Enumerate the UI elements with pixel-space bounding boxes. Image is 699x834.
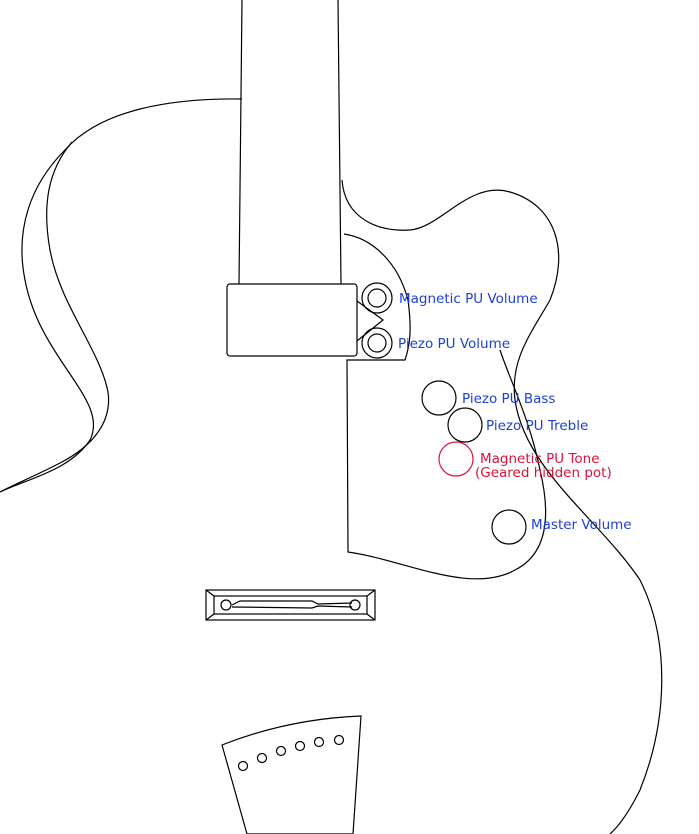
- piezo-treble-knob[interactable]: [447, 407, 483, 443]
- label-piezo-treble: Piezo PU Treble: [486, 418, 588, 434]
- label-piezo-volume: Piezo PU Volume: [398, 336, 510, 352]
- bridge-post-right: [349, 599, 361, 611]
- label-mag-tone: Magnetic PU Tone: [480, 451, 600, 467]
- neck-left-edge: [238, 0, 243, 285]
- piezo-bass-knob[interactable]: [421, 380, 457, 416]
- tailpiece: [221, 715, 362, 834]
- mag-volume-knob-outer[interactable]: [361, 282, 393, 314]
- bridge: [205, 589, 376, 621]
- bridge-post-left: [220, 599, 232, 611]
- pickguard: [343, 233, 547, 580]
- label-piezo-bass: Piezo PU Bass: [462, 391, 555, 407]
- upper-bout-inner: [0, 141, 110, 493]
- tailpiece-holes: [237, 734, 345, 772]
- master-volume-knob[interactable]: [491, 509, 527, 545]
- mag-volume-knob-inner: [367, 288, 387, 308]
- bridge-saddle: [231, 600, 353, 609]
- mag-tone-knob[interactable]: [438, 441, 474, 477]
- label-master-volume: Master Volume: [531, 517, 632, 533]
- neck-pickup: [226, 283, 358, 357]
- upper-bout-outer: [0, 98, 243, 493]
- body-cutaway-outline: [341, 179, 663, 834]
- piezo-volume-knob-outer[interactable]: [361, 327, 393, 359]
- label-mag-volume: Magnetic PU Volume: [399, 291, 538, 307]
- label-mag-tone-note: (Geared hidden pot): [475, 465, 612, 481]
- piezo-volume-knob-inner: [367, 333, 387, 353]
- neck-right-edge: [337, 0, 342, 285]
